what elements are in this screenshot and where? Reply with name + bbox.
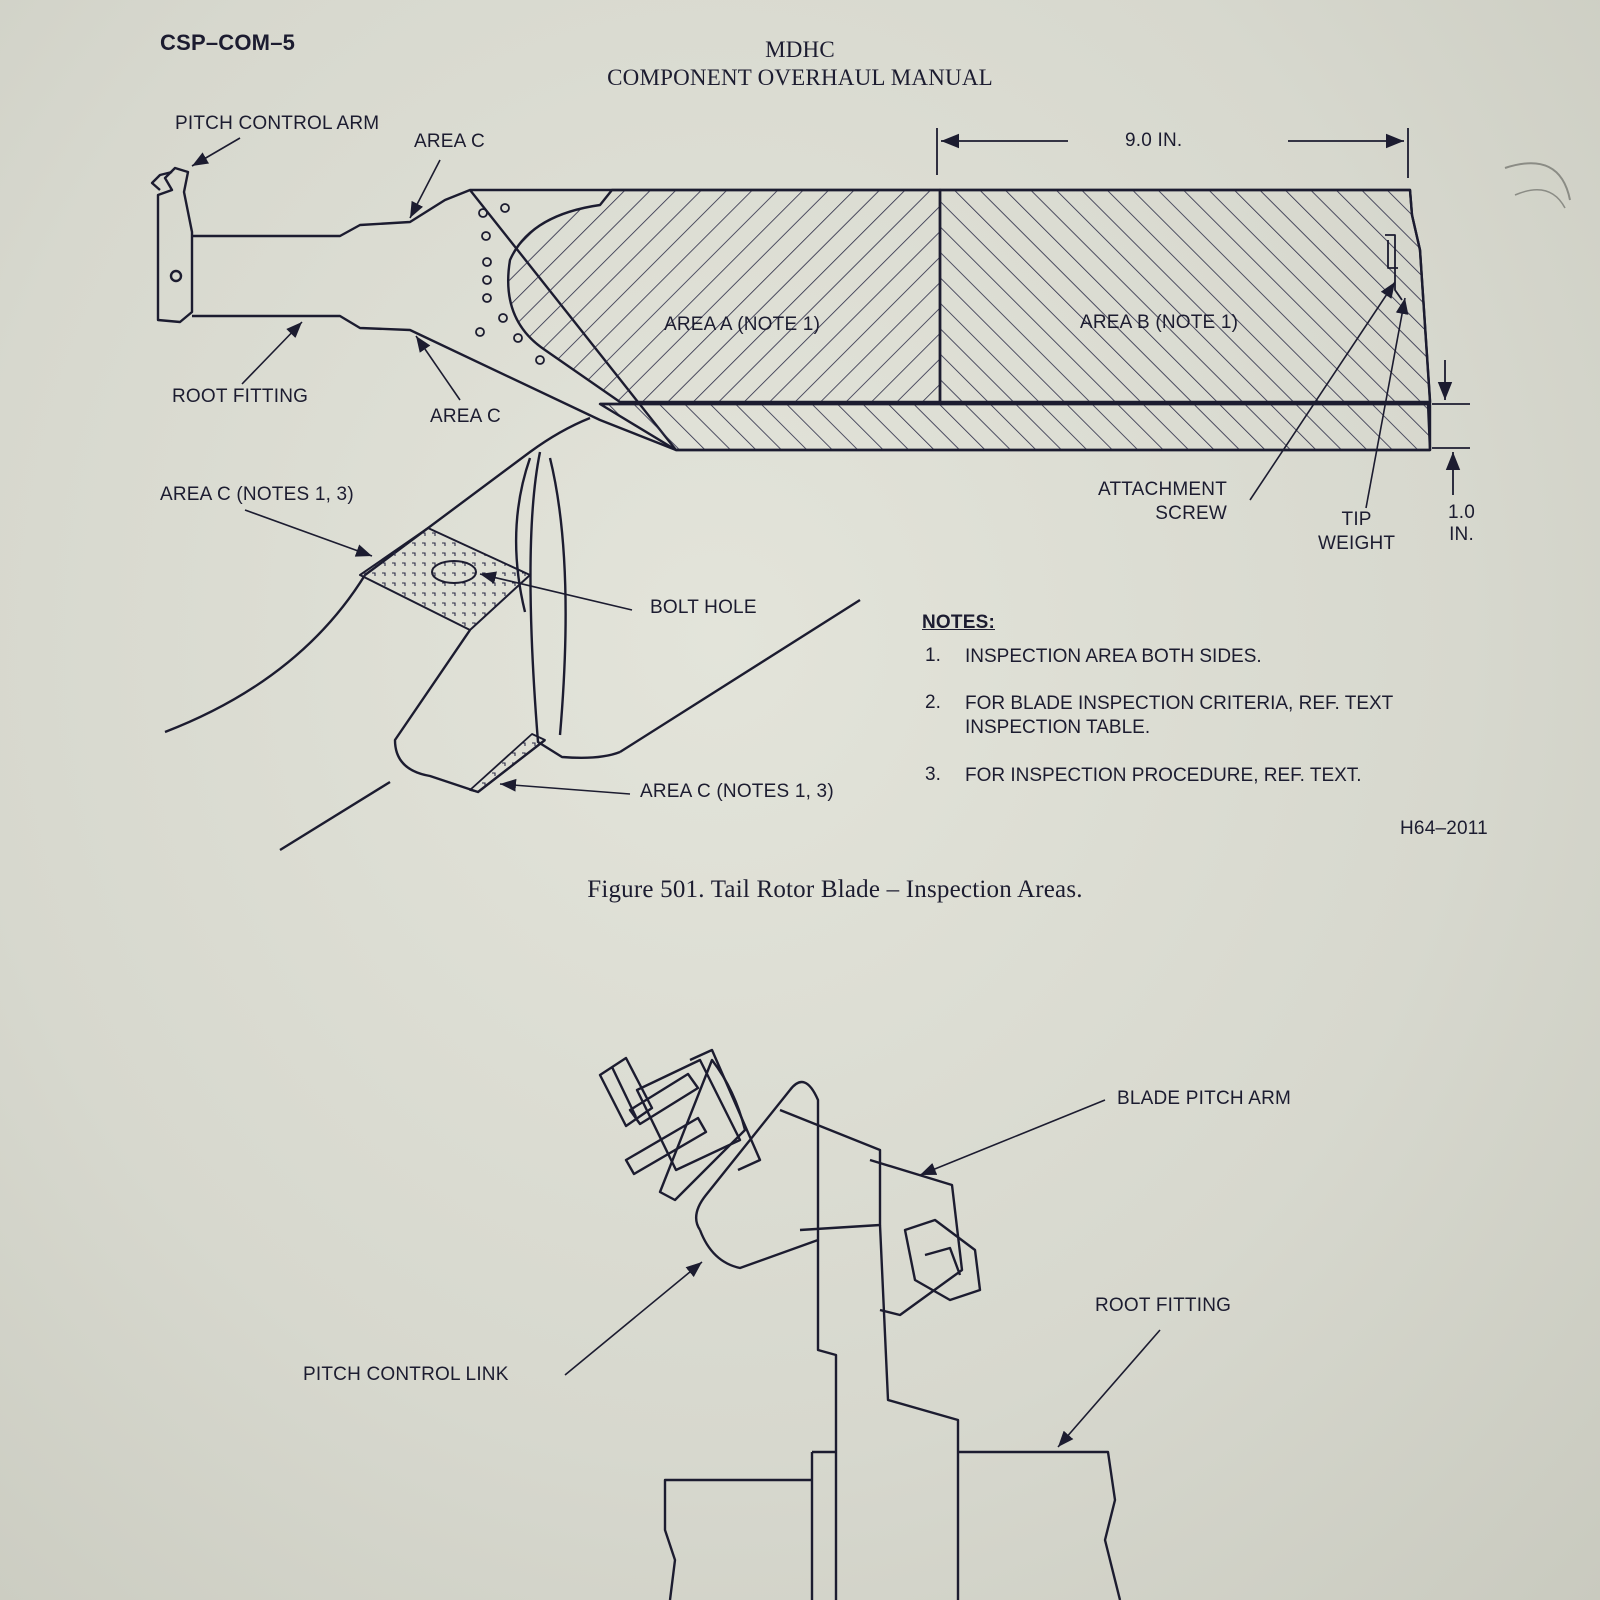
label-area-c-notes-lower: AREA C (NOTES 1, 3) — [640, 781, 834, 802]
label-area-b: AREA B (NOTE 1) — [1080, 312, 1239, 333]
dimension-length: 9.0 IN. — [1125, 130, 1183, 151]
note-number: 1. — [925, 645, 941, 666]
manual-title: COMPONENT OVERHAUL MANUAL — [607, 65, 993, 90]
label-bolt-hole: BOLT HOLE — [650, 597, 757, 618]
label-attachment-screw: ATTACHMENT SCREW — [1098, 479, 1228, 524]
label-root-fitting-lower: ROOT FITTING — [1095, 1295, 1232, 1316]
label-tip-weight: TIP WEIGHT — [1318, 509, 1396, 554]
label-area-c-top: AREA C — [414, 131, 485, 152]
note-text: INSPECTION AREA BOTH SIDES. — [965, 646, 1262, 667]
note-number: 3. — [925, 764, 941, 785]
note-item: 2. FOR BLADE INSPECTION CRITERIA, REF. T… — [925, 692, 1485, 746]
note-text: FOR BLADE INSPECTION CRITERIA, REF. TEXT… — [965, 693, 1394, 738]
note-item: 1. INSPECTION AREA BOTH SIDES. — [925, 645, 1485, 675]
document-code: CSP–COM–5 — [160, 30, 296, 55]
label-area-c-notes-upper: AREA C (NOTES 1, 3) — [160, 484, 354, 505]
label-blade-pitch-arm: BLADE PITCH ARM — [1117, 1088, 1292, 1109]
note-number: 2. — [925, 692, 941, 713]
drawing-number: H64–2011 — [1400, 818, 1488, 839]
notes-heading: NOTES: — [922, 612, 995, 633]
figure-caption: Figure 501. Tail Rotor Blade – Inspectio… — [587, 876, 1083, 903]
label-area-c-bottom: AREA C — [430, 406, 501, 427]
note-item: 3. FOR INSPECTION PROCEDURE, REF. TEXT. — [925, 764, 1485, 794]
label-area-a: AREA A (NOTE 1) — [664, 314, 821, 335]
note-text: FOR INSPECTION PROCEDURE, REF. TEXT. — [965, 765, 1362, 786]
dimension-width: 1.0 IN. — [1448, 502, 1476, 545]
label-pitch-control-link: PITCH CONTROL LINK — [303, 1364, 509, 1385]
organization-title: MDHC — [765, 37, 835, 62]
label-pitch-control-arm: PITCH CONTROL ARM — [175, 113, 380, 134]
label-root-fitting: ROOT FITTING — [172, 386, 309, 407]
